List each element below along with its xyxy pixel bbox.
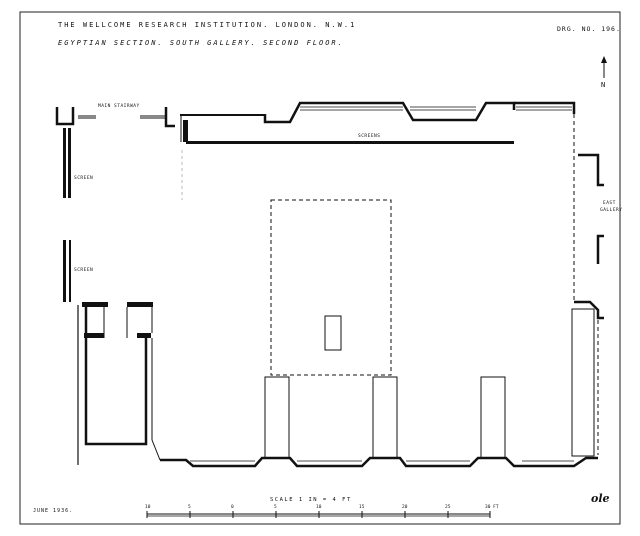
drawing-date: JUNE 1936. — [33, 508, 74, 514]
label-screens: SCREENS — [358, 134, 381, 139]
main-stairway — [55, 107, 175, 128]
scale-tick-label: 0 — [231, 505, 234, 510]
scale-bar — [146, 511, 491, 518]
scale-tick-label: 20 — [402, 505, 408, 510]
label-main-stairway: MAIN STAIRWAY — [98, 104, 140, 109]
north-wall-east — [514, 101, 576, 114]
west-screen-lower — [63, 240, 71, 302]
title-line-2: EGYPTIAN SECTION. SOUTH GALLERY. SECOND … — [58, 39, 344, 47]
stair-post — [183, 120, 188, 142]
label-screen-upper: SCREEN — [74, 176, 94, 181]
north-windows — [300, 106, 572, 111]
scale-tick-label: 10 — [316, 505, 322, 510]
south-cases — [264, 376, 506, 459]
signature: ole — [591, 492, 610, 505]
scale-tick-label: 10 — [145, 505, 151, 510]
drawing-frame — [19, 11, 621, 525]
scale-tick-label: 5 — [188, 505, 191, 510]
north-wall — [263, 101, 516, 124]
east-case — [571, 308, 595, 457]
east-wall-return — [574, 300, 604, 320]
west-screen-upper — [63, 128, 71, 198]
north-arrow — [601, 56, 607, 78]
central-dashed-area — [270, 199, 392, 376]
scale-tick-label: 30 FT — [485, 505, 499, 510]
label-east: EAST — [603, 201, 616, 206]
north-screens — [186, 141, 514, 144]
north-label: N — [601, 81, 607, 89]
scale-tick-label: 15 — [359, 505, 365, 510]
east-wall-upper — [578, 153, 604, 187]
screens-upper-rail — [180, 114, 264, 116]
drawing-number: DRG. NO. 196. — [557, 25, 621, 33]
south-wall — [160, 456, 598, 468]
scale-tick-label: 25 — [445, 505, 451, 510]
east-wall-lower — [596, 234, 604, 264]
title-line-1: THE WELLCOME RESEARCH INSTITUTION. LONDO… — [58, 21, 357, 29]
label-screen-lower: SCREEN — [74, 268, 94, 273]
scale-tick-label: 5 — [274, 505, 277, 510]
west-lobby — [77, 302, 161, 465]
scale-text: SCALE 1 IN = 4 FT — [270, 497, 352, 503]
label-gallery: GALLERY — [600, 208, 623, 213]
central-case — [324, 315, 342, 351]
